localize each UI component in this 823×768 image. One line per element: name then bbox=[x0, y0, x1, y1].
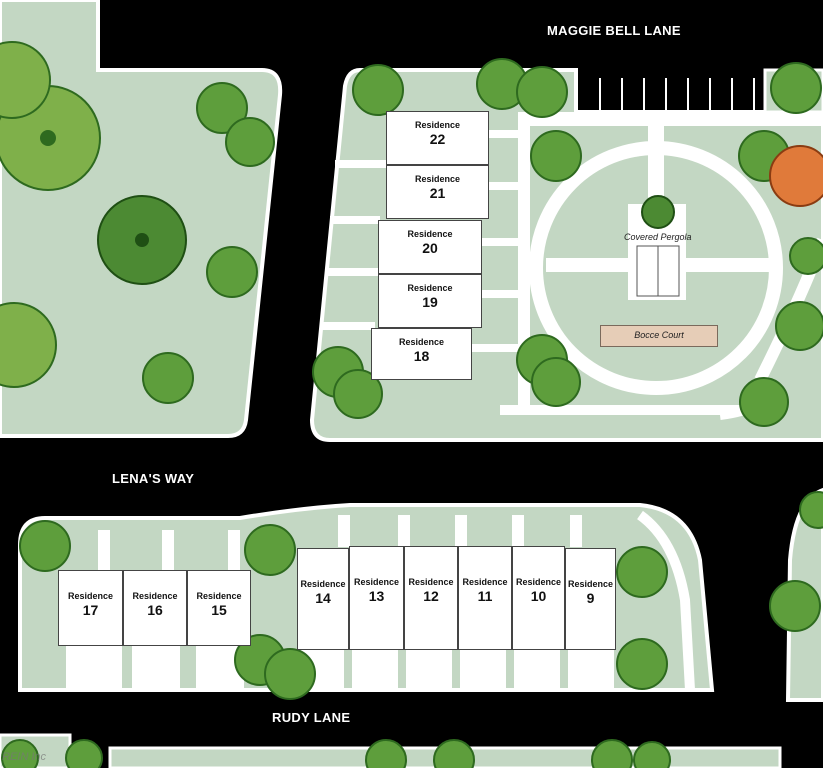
residence-word: Residence bbox=[407, 229, 453, 239]
tree-icon bbox=[196, 82, 248, 134]
tree-icon bbox=[769, 580, 821, 632]
residence-number: 18 bbox=[413, 348, 430, 364]
tree-icon bbox=[591, 739, 633, 768]
tree-icon bbox=[142, 352, 194, 404]
bocce-court-label: Bocce Court bbox=[634, 330, 684, 340]
tree-icon bbox=[775, 301, 823, 351]
street-label-rudy-lane: RUDY LANE bbox=[272, 710, 351, 725]
residence-number: 12 bbox=[423, 588, 439, 604]
residence-word: Residence bbox=[515, 577, 562, 587]
tree-icon bbox=[433, 739, 475, 768]
tree-icon bbox=[516, 66, 568, 118]
tree-icon bbox=[97, 195, 187, 285]
residence-number: 20 bbox=[422, 240, 438, 256]
tree-icon bbox=[0, 302, 57, 388]
tree-icon bbox=[616, 546, 668, 598]
tree-icon bbox=[530, 130, 582, 182]
autumn-tree-icon bbox=[769, 145, 823, 207]
tree-icon bbox=[244, 524, 296, 576]
bocce-court: Bocce Court bbox=[600, 325, 718, 347]
tree-icon bbox=[739, 377, 789, 427]
tree-icon bbox=[352, 64, 404, 116]
sidewalks-north bbox=[320, 112, 823, 415]
tree-icon bbox=[0, 41, 51, 119]
residence-word: Residence bbox=[300, 579, 346, 589]
street-label-lenas-way: LENA'S WAY bbox=[112, 471, 195, 486]
residence-number: 9 bbox=[586, 590, 595, 606]
residence-word: Residence bbox=[132, 591, 178, 601]
residence-number: 17 bbox=[82, 602, 99, 618]
residence-word: Residence bbox=[414, 174, 461, 184]
tree-icon bbox=[19, 520, 71, 572]
tree-icon bbox=[333, 369, 383, 419]
residence-word: Residence bbox=[414, 120, 461, 130]
tree-icon bbox=[206, 246, 258, 298]
covered-pergola-label: Covered Pergola bbox=[624, 232, 692, 242]
residence-number: 21 bbox=[429, 185, 446, 201]
parking-stripes bbox=[599, 78, 755, 112]
tree-icon bbox=[770, 62, 822, 114]
tree-icon bbox=[1, 739, 39, 768]
street-label-maggie-bell-lane: MAGGIE BELL LANE bbox=[547, 23, 681, 38]
residence-word: Residence bbox=[567, 579, 614, 589]
residence-number: 22 bbox=[429, 131, 446, 147]
residence-number: 13 bbox=[368, 588, 385, 604]
residence-word: Residence bbox=[67, 591, 114, 601]
residence-number: 10 bbox=[530, 588, 547, 604]
tree-icon bbox=[65, 739, 103, 768]
tree-icon bbox=[641, 195, 675, 229]
watermark: REIN Inc bbox=[2, 751, 47, 763]
residence-word: Residence bbox=[398, 337, 445, 347]
residence-number: 14 bbox=[315, 590, 331, 606]
tree-icon bbox=[365, 739, 407, 768]
trees bbox=[0, 41, 823, 768]
tree-icon bbox=[789, 237, 823, 275]
tree-icon bbox=[799, 491, 823, 529]
residence-number: 19 bbox=[422, 294, 438, 310]
residence-word: Residence bbox=[462, 577, 508, 587]
tree-icon bbox=[633, 741, 671, 768]
residence-word: Residence bbox=[196, 591, 242, 601]
residence-word: Residence bbox=[407, 283, 453, 293]
residence-word: Residence bbox=[408, 577, 454, 587]
tree-icon bbox=[531, 357, 581, 407]
residence-word: Residence bbox=[353, 577, 400, 587]
residence-number: 11 bbox=[477, 588, 493, 604]
residence-number: 16 bbox=[147, 602, 163, 618]
tree-icon bbox=[225, 117, 275, 167]
tree-icon bbox=[616, 638, 668, 690]
tree-icon bbox=[264, 648, 316, 700]
residence-number: 15 bbox=[211, 602, 227, 618]
